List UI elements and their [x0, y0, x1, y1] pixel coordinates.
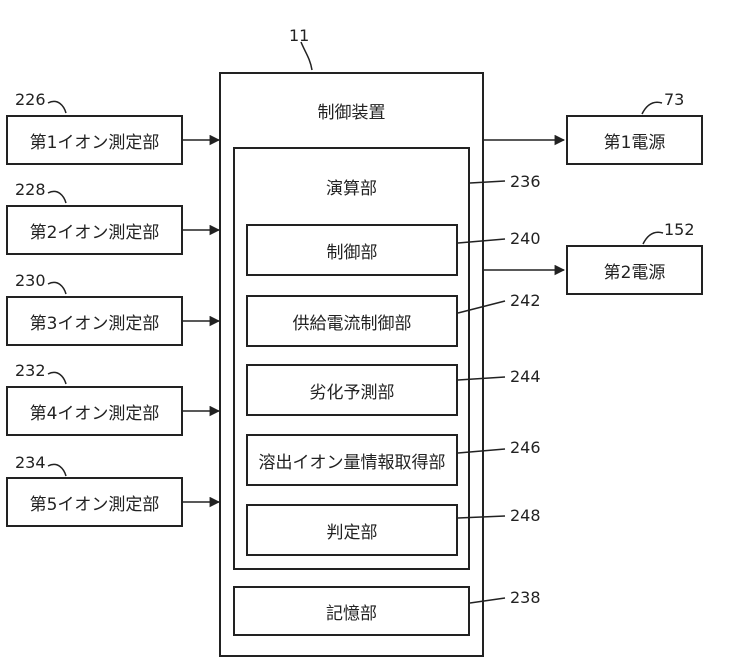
- unit-control: 制御部: [246, 224, 458, 276]
- unit-current-control: 供給電流制御部: [246, 295, 458, 347]
- ref-unit-current-control: 242: [510, 293, 541, 309]
- sensor-3-box: 第3イオン測定部: [6, 296, 183, 346]
- leader-232: [48, 372, 66, 384]
- leader-228: [48, 191, 66, 203]
- unit-degradation-prediction: 劣化予測部: [246, 364, 458, 416]
- ref-memory: 238: [510, 590, 541, 606]
- compute-title: 演算部: [233, 172, 470, 200]
- ref-power-supply-2: 152: [664, 222, 695, 238]
- leader-226: [48, 101, 66, 113]
- ref-sensor-4: 232: [15, 363, 46, 379]
- sensor-1-box: 第1イオン測定部: [6, 115, 183, 165]
- ref-sensor-2: 228: [15, 182, 46, 198]
- ref-unit-judgment: 248: [510, 508, 541, 524]
- ref-unit-control: 240: [510, 231, 541, 247]
- sensor-4-box: 第4イオン測定部: [6, 386, 183, 436]
- leader-234: [48, 464, 66, 476]
- ref-unit-degradation-prediction: 244: [510, 369, 541, 385]
- ref-power-supply-1: 73: [664, 92, 684, 108]
- sensor-2-box: 第2イオン測定部: [6, 205, 183, 255]
- ref-sensor-5: 234: [15, 455, 46, 471]
- controller-title: 制御装置: [219, 96, 484, 124]
- ref-sensor-1: 226: [15, 92, 46, 108]
- ref-unit-eluted-ion-info: 246: [510, 440, 541, 456]
- leader-152: [643, 232, 663, 244]
- power-supply-2-box: 第2電源: [566, 245, 703, 295]
- ref-compute: 236: [510, 174, 541, 190]
- unit-judgment: 判定部: [246, 504, 458, 556]
- unit-eluted-ion-info: 溶出イオン量情報取得部: [246, 434, 458, 486]
- ref-sensor-3: 230: [15, 273, 46, 289]
- sensor-5-box: 第5イオン測定部: [6, 477, 183, 527]
- leader-230: [48, 282, 66, 294]
- memory-box: 記憶部: [233, 586, 470, 636]
- ref-controller: 11: [289, 28, 309, 44]
- leader-73: [642, 102, 662, 114]
- leader-11: [301, 42, 312, 70]
- power-supply-1-box: 第1電源: [566, 115, 703, 165]
